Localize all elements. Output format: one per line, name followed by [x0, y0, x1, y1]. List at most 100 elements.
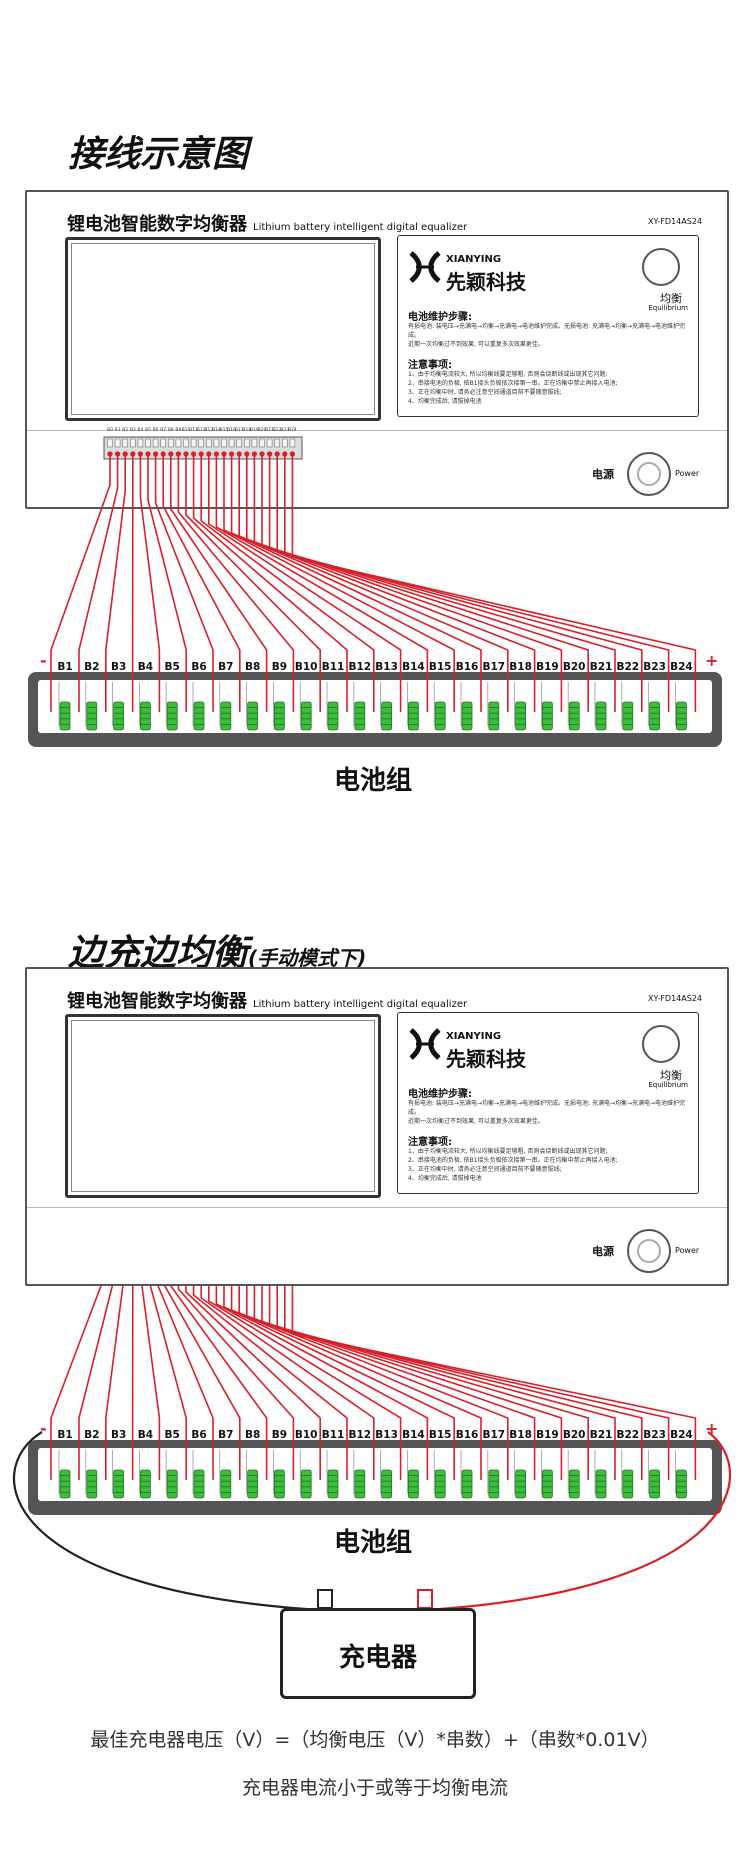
cell-label: B5 [165, 1429, 180, 1441]
equilibrium-button[interactable] [642, 1025, 680, 1063]
pack-minus-sign: - [40, 651, 47, 670]
battery-cell [354, 701, 366, 731]
battery-cell [434, 1469, 446, 1499]
charger-minus-terminal [317, 1589, 333, 1609]
maintenance-title: 电池维护步骤: [408, 1089, 472, 1100]
battery-cell [139, 701, 151, 731]
cell-label: B24 [670, 661, 693, 673]
battery-cell [595, 701, 607, 731]
cell-label: B8 [245, 1429, 260, 1441]
cell-label: B11 [322, 661, 345, 673]
battery-cell [166, 1469, 178, 1499]
cell-label: B9 [272, 1429, 287, 1441]
cell-label: B7 [218, 1429, 233, 1441]
pack-minus-sign: - [40, 1419, 47, 1438]
cell-label: B8 [245, 661, 260, 673]
cell-label: B16 [456, 1429, 479, 1441]
device-model: XY-FD14AS24 [648, 994, 702, 1003]
brand-cn: 先颖科技 [446, 1047, 526, 1071]
equilibrium-label: 均衡 [660, 1069, 682, 1082]
charger-label: 充电器 [338, 1643, 417, 1673]
cell-label: B4 [138, 661, 153, 673]
xianying-logo-icon [409, 1028, 441, 1060]
battery-pack-label-2: 电池组 [334, 1528, 413, 1558]
battery-cell [300, 701, 312, 731]
info-panel: XIANYING 先颖科技 均衡 Equilibrium 电池维护步骤: 有损电… [397, 235, 699, 417]
cell-label: B9 [272, 661, 287, 673]
battery-cell [407, 1469, 419, 1499]
battery-cell [381, 1469, 393, 1499]
cell-label: B23 [643, 1429, 666, 1441]
battery-pack-face [38, 680, 712, 733]
cell-label: B17 [482, 1429, 505, 1441]
xianying-logo-icon [409, 251, 441, 283]
cell-label: B3 [111, 661, 126, 673]
battery-cell [113, 1469, 124, 1499]
battery-pack-case [28, 1440, 722, 1515]
battery-cell [327, 701, 339, 731]
cell-label: B15 [429, 661, 452, 673]
cell-label: B1 [57, 661, 72, 673]
notes-text: 1、由于均衡电流较大, 所以均衡线要足够粗, 否则会烧断线或出现其它问题; 2、… [408, 1148, 618, 1182]
battery-cell [461, 701, 473, 731]
battery-cell [273, 1469, 285, 1499]
cell-label: B19 [536, 661, 559, 673]
battery-cell [568, 701, 580, 731]
notes-title: 注意事项: [408, 1137, 452, 1148]
section-title-wiring: 接线示意图 [68, 134, 249, 175]
battery-cell [273, 701, 285, 731]
cell-label: B21 [590, 1429, 613, 1441]
cell-label: B5 [165, 661, 180, 673]
cell-label: B7 [218, 661, 233, 673]
battery-cell [488, 1469, 500, 1499]
equilibrium-button[interactable] [642, 248, 680, 286]
battery-cell [300, 1469, 312, 1499]
battery-cell [542, 1469, 553, 1499]
battery-cell [488, 701, 500, 731]
battery-cell [86, 701, 98, 731]
device-divider [27, 1207, 727, 1208]
cell-label: B11 [322, 1429, 345, 1441]
battery-cell [193, 701, 205, 731]
formula-text: 最佳充电器电压（V）=（均衡电压（V）*串数）+（串数*0.01V） [90, 1729, 660, 1751]
cell-label: B12 [348, 661, 371, 673]
battery-cell [59, 701, 71, 731]
cell-label: B20 [563, 1429, 586, 1441]
cell-label: B6 [191, 1429, 206, 1441]
battery-cell [461, 1469, 473, 1499]
battery-cell [220, 701, 232, 731]
power-button[interactable] [627, 452, 671, 496]
cell-label: B18 [509, 661, 532, 673]
charger-black-wire [12, 1431, 326, 1612]
equilibrium-label-en: Equilibrium [648, 304, 688, 312]
battery-cell [595, 1469, 607, 1499]
cell-label: B22 [616, 661, 639, 673]
pack-plus-sign: + [705, 651, 718, 670]
power-button[interactable] [627, 1229, 671, 1273]
cell-label: B13 [375, 661, 398, 673]
cell-label: B3 [111, 1429, 126, 1441]
maintenance-title: 电池维护步骤: [408, 312, 472, 323]
battery-pack-label-1: 电池组 [334, 766, 413, 796]
battery-cell [407, 701, 419, 731]
notes-text: 1、由于均衡电流较大, 所以均衡线要足够粗, 否则会烧断线或出现其它问题; 2、… [408, 371, 618, 405]
device-divider [27, 430, 727, 431]
device-model: XY-FD14AS24 [648, 217, 702, 226]
battery-cell [247, 701, 259, 731]
battery-cell [354, 1469, 366, 1499]
cell-label: B14 [402, 1429, 425, 1441]
power-label: 电源 [592, 1245, 614, 1258]
notes-title: 注意事项: [408, 360, 452, 371]
cell-label: B17 [482, 661, 505, 673]
cell-label: B16 [456, 661, 479, 673]
battery-cell [515, 1469, 526, 1499]
battery-cell [434, 701, 446, 731]
battery-cell [86, 1469, 98, 1499]
equilibrium-label-en: Equilibrium [648, 1081, 688, 1089]
cell-label: B10 [295, 1429, 318, 1441]
power-label-en: Power [675, 1246, 700, 1255]
brand-en: XIANYING [446, 254, 502, 265]
